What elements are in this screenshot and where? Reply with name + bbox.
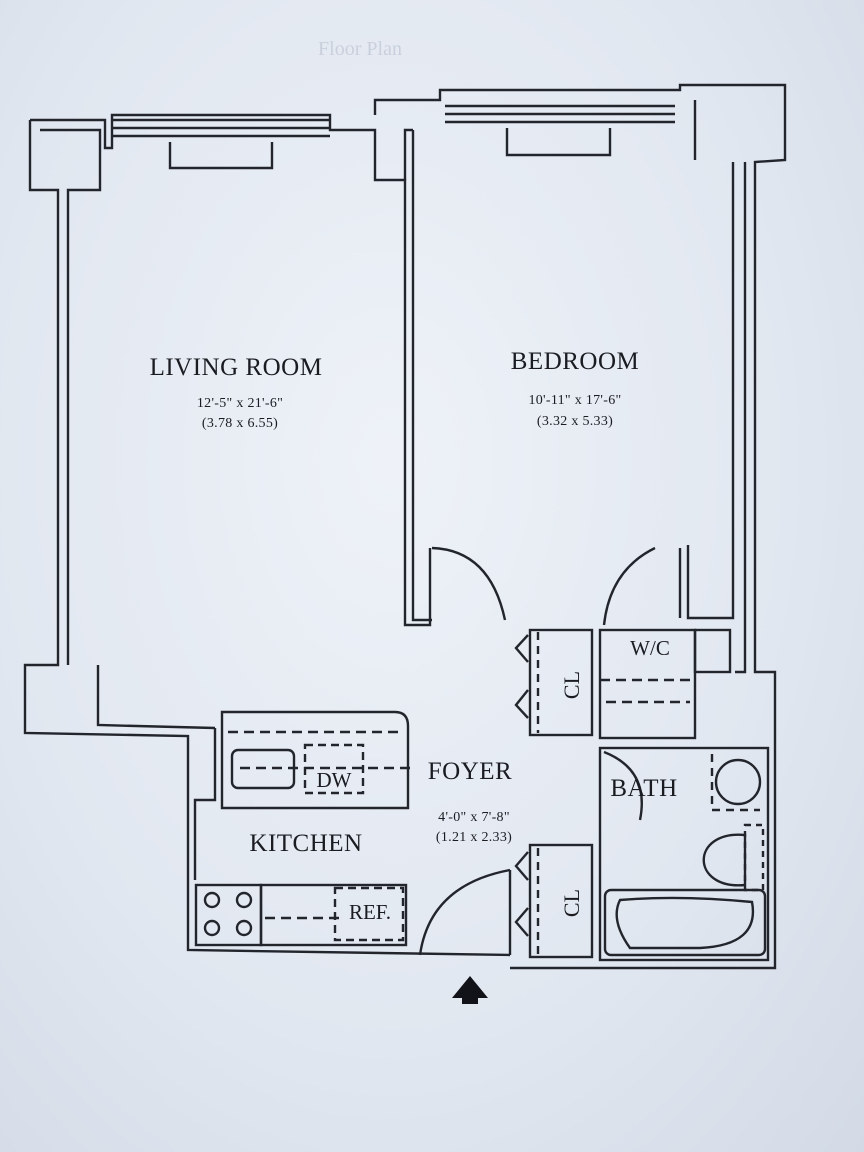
bedroom-dimensions: 10'-11" x 17'-6" — [528, 393, 622, 408]
bedroom-door-arc — [602, 546, 656, 626]
bedroom-east-inner — [735, 162, 747, 674]
bedroom-label: BEDROOM — [510, 348, 640, 375]
dishwasher-label: DW — [316, 768, 352, 792]
living-room-east-wall — [403, 128, 413, 180]
outer-wall — [30, 113, 432, 627]
window-right-frame — [445, 104, 675, 124]
closet-upper — [528, 628, 594, 737]
bath-door-arc — [603, 750, 643, 821]
burner-icon — [203, 891, 221, 909]
sink-icon — [714, 758, 762, 806]
burner-icon — [235, 919, 253, 937]
living-room-west-wall — [23, 120, 511, 957]
closet-lower — [528, 843, 594, 959]
stove-icon — [194, 883, 263, 947]
foyer-metric: (1.21 x 2.33) — [435, 830, 513, 845]
living-room-metric: (3.78 x 6.55) — [201, 416, 279, 431]
burner-icon — [203, 919, 221, 937]
burner-icon — [235, 891, 253, 909]
kitchen-counter-top — [220, 710, 410, 810]
toilet-icon — [702, 833, 747, 887]
bedroom-east-wall — [686, 162, 735, 620]
bathtub-icon — [603, 888, 767, 957]
window-left-frame — [112, 118, 330, 138]
sink-counter — [710, 754, 760, 812]
closet-lower-hinges — [514, 851, 529, 937]
kitchen-step — [193, 728, 217, 880]
closet-upper-label: CL — [559, 670, 584, 700]
closet-upper-hinges — [514, 634, 529, 719]
entry-door-arc — [418, 868, 511, 956]
closet-lower-label: CL — [559, 888, 584, 918]
foyer-label: FOYER — [427, 758, 513, 785]
faded-header-text: Floor Plan — [318, 38, 402, 60]
wc-label: W/C — [630, 636, 670, 660]
wc-column — [693, 628, 732, 674]
window-right-sill — [505, 128, 612, 157]
outer-wall-inner-line — [40, 128, 102, 665]
living-room-dimensions: 12'-5" x 21'-6" — [196, 396, 284, 411]
refrigerator-label: REF. — [348, 900, 392, 924]
bathtub-inner — [615, 896, 755, 950]
refrigerator-box — [333, 886, 405, 942]
wc-shelf — [600, 678, 695, 704]
bedroom-inner-wall — [411, 130, 432, 622]
top-right-wall — [373, 83, 787, 970]
bedroom-metric: (3.32 x 5.33) — [536, 414, 614, 429]
bath-label: BATH — [610, 775, 678, 802]
kitchen-lower-counter — [259, 883, 408, 947]
living-room-west-inner — [96, 665, 216, 730]
foyer-dimensions: 4'-0" x 7'-8" — [438, 810, 510, 825]
entry-arrow-icon — [452, 976, 488, 1004]
living-room-door-arc — [431, 546, 507, 621]
wc-space — [598, 628, 697, 740]
kitchen-label: KITCHEN — [249, 830, 363, 857]
window-left-sill — [168, 142, 274, 170]
bath-wall — [598, 746, 770, 962]
toilet-tank — [743, 823, 765, 892]
living-room-label: LIVING ROOM — [149, 354, 323, 381]
